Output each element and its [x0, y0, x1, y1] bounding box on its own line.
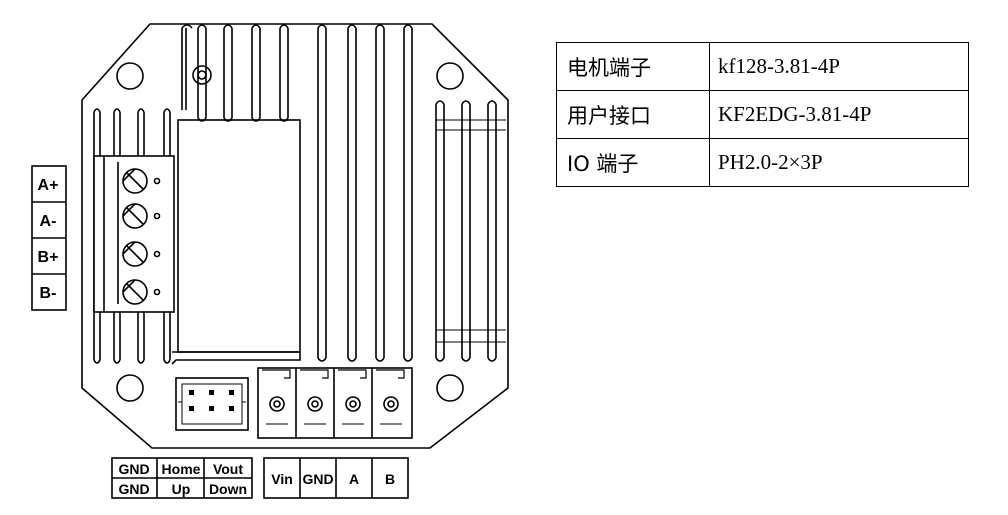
- io-label-home: Home: [162, 461, 201, 477]
- right-fins: [317, 24, 506, 362]
- io-label-vout: Vout: [213, 461, 243, 477]
- io-label-down: Down: [209, 481, 247, 497]
- label-a-minus: A-: [40, 213, 57, 230]
- spec-value-motor-terminal: kf128-3.81-4P: [709, 42, 969, 91]
- table-row: 用户接口 KF2EDG-3.81-4P: [556, 90, 969, 139]
- io-label-gnd-bottom: GND: [118, 481, 149, 497]
- table-row: 电机端子 kf128-3.81-4P: [556, 42, 969, 91]
- terminal-label-vin: Vin: [271, 471, 293, 487]
- spec-value-user-interface: KF2EDG-3.81-4P: [709, 90, 969, 139]
- heatsink-inner-panel: [177, 119, 301, 353]
- label-a-plus: A+: [38, 177, 59, 194]
- io-label-grid: [111, 457, 253, 499]
- lower-step: [171, 351, 301, 365]
- table-row: IO 端子 PH2.0-2×3P: [556, 138, 969, 187]
- board-outline: [81, 23, 509, 449]
- spec-name-user-interface: 用户接口: [556, 90, 710, 139]
- motor-side-labels: [31, 165, 67, 311]
- label-b-minus: B-: [40, 285, 57, 302]
- spec-value-io-terminal: PH2.0-2×3P: [709, 138, 969, 187]
- terminal-label-b: B: [385, 471, 395, 487]
- io-header: [175, 377, 249, 431]
- mounting-holes: [116, 62, 464, 402]
- driver-outline-drawing: A+ A- B+ B- GND Home Vout GND Up Down Vi…: [31, 23, 509, 499]
- motor-terminal-block: [93, 155, 175, 313]
- terminal-label-gnd: GND: [302, 471, 333, 487]
- connector-spec-table: 电机端子 kf128-3.81-4P 用户接口 KF2EDG-3.81-4P I…: [556, 42, 969, 187]
- spec-name-motor-terminal: 电机端子: [556, 42, 710, 91]
- io-label-gnd-top: GND: [118, 461, 149, 477]
- label-b-plus: B+: [38, 249, 59, 266]
- user-terminal-label-grid: [263, 457, 409, 499]
- user-terminal-block: [257, 367, 413, 439]
- spec-name-io-terminal: IO 端子: [556, 138, 710, 187]
- indicator-led: [192, 65, 212, 85]
- io-label-up: Up: [172, 481, 191, 497]
- terminal-label-a: A: [349, 471, 359, 487]
